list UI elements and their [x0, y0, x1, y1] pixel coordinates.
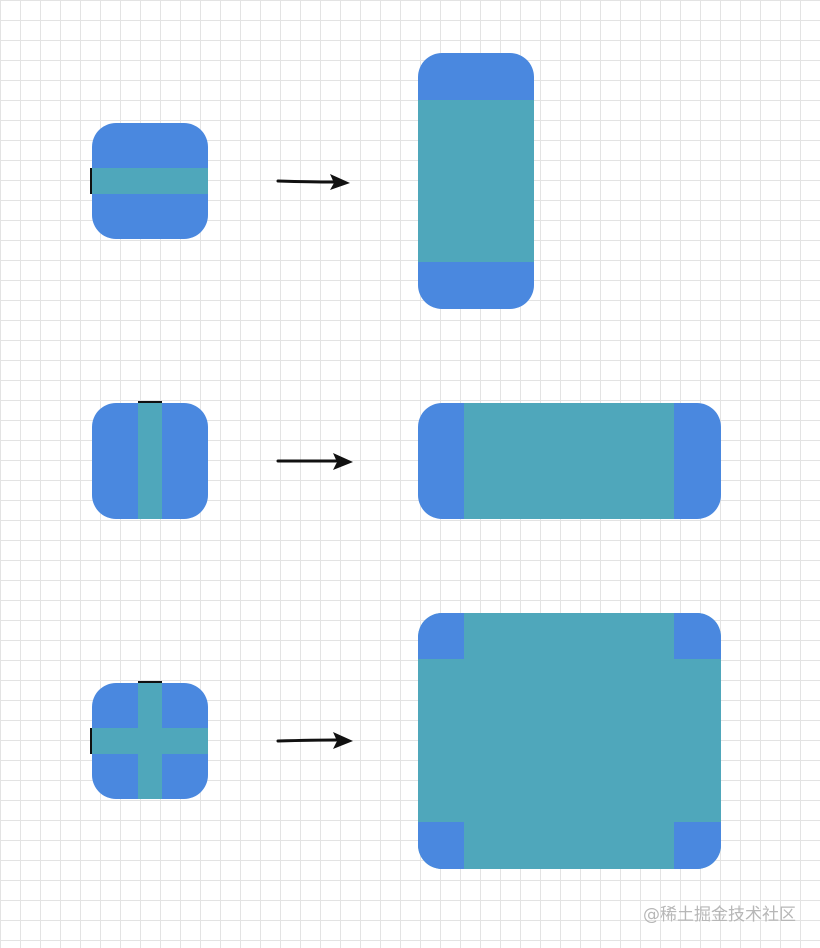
expanded-wide-rectangle [418, 403, 721, 519]
row-1-horizontal-stretch [90, 53, 534, 309]
row-3-cross-stretch [90, 613, 721, 869]
stretch-band-vertical [138, 403, 162, 519]
small-icon-cross-stretch [90, 681, 208, 799]
fixed-corner-top-left [418, 613, 464, 659]
arrow-right [276, 174, 350, 190]
stretch-band-horizontal [92, 168, 208, 194]
stretched-area-wide [464, 403, 674, 519]
expanded-rectangle-body [418, 613, 721, 869]
arrow-right [276, 453, 353, 470]
small-icon-horizontal-stretch [90, 123, 208, 239]
fixed-corner-bottom-right [674, 822, 721, 869]
stretched-area-tall [418, 100, 534, 262]
expanded-large-rectangle [418, 613, 721, 869]
stretch-band-vertical [138, 683, 162, 799]
watermark-text: @稀土掘金技术社区 [643, 905, 796, 925]
fixed-corner-top-right [674, 613, 721, 659]
small-icon-vertical-stretch [92, 401, 208, 519]
expanded-tall-rectangle [418, 53, 534, 309]
fixed-corner-bottom-left [418, 822, 464, 869]
arrow-right [276, 732, 353, 749]
row-2-vertical-stretch [92, 401, 721, 519]
